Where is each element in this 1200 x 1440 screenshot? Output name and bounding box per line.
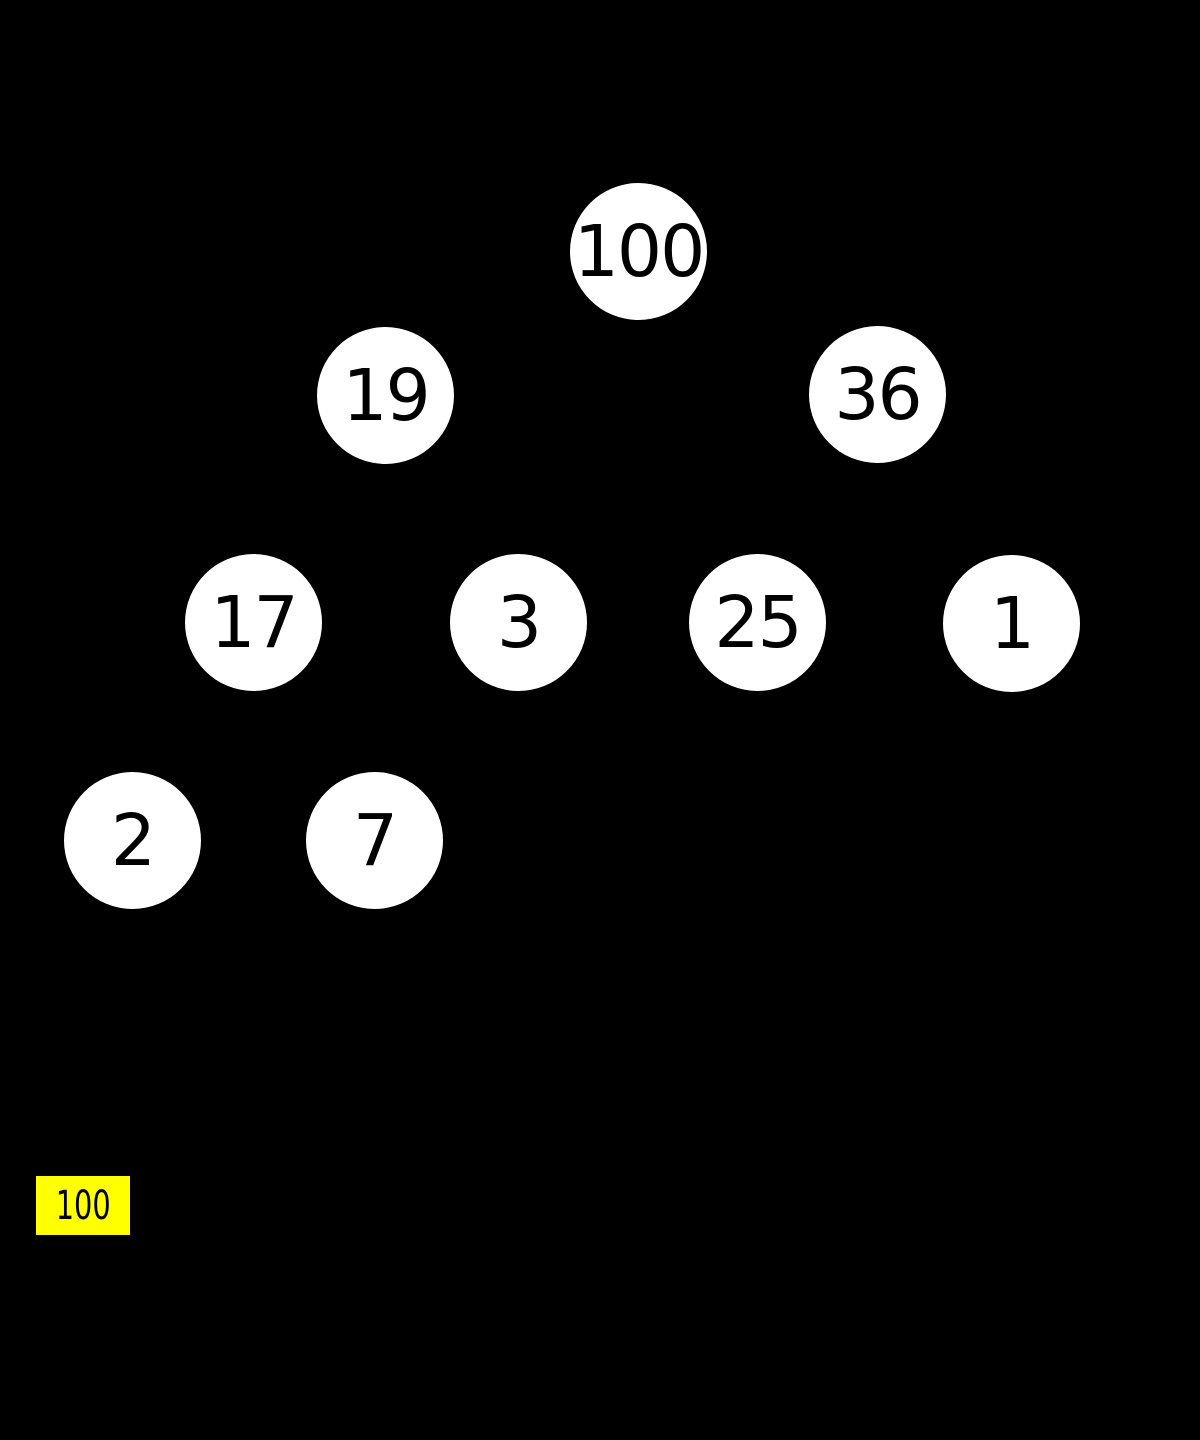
heap-value-badge-text: 100 [55,1182,111,1229]
tree-node-level1-left: 19 [317,327,454,464]
tree-node-level2-2: 25 [689,554,826,691]
tree-node-level1-right: 36 [809,326,946,463]
tree-node-level3-1: 7 [306,772,443,909]
tree-node-level2-3: 1 [943,555,1080,692]
tree-node-level2-0: 17 [185,554,322,691]
tree-node-level3-0: 2 [64,772,201,909]
heap-value-badge: 100 [36,1176,130,1235]
tree-node-root: 100 [570,183,707,320]
tree-node-level2-1: 3 [450,554,587,691]
